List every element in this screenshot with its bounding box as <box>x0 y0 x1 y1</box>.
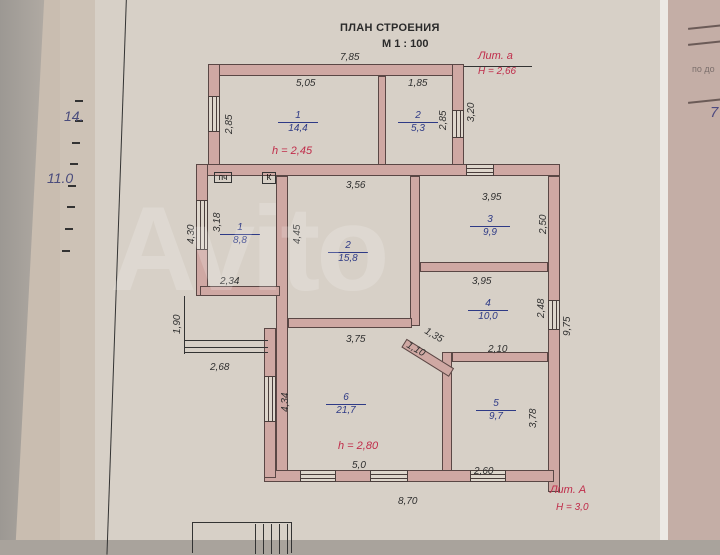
wall <box>200 164 560 176</box>
lit-a-height: Н = 2,66 <box>478 66 517 77</box>
right-page <box>668 0 720 540</box>
lit-A-height: Н = 3,0 <box>556 502 589 513</box>
dim-room-a2-depth: 2,85 <box>438 110 449 130</box>
wall <box>288 318 412 328</box>
wall <box>200 286 280 296</box>
room-a2-number: 2 <box>415 110 421 121</box>
room-a1-number: 1 <box>295 110 301 121</box>
wall <box>420 262 548 272</box>
dim-room-a1-width: 5,05 <box>296 78 316 89</box>
room-3-number: 3 <box>487 214 493 225</box>
margin-tick <box>67 206 75 208</box>
room-1-number: 1 <box>237 222 243 233</box>
room-2-area: 15,8 <box>328 252 368 264</box>
dim-porch-width: 2,68 <box>210 362 230 373</box>
stair <box>192 522 292 553</box>
dim-room-4-width: 3,95 <box>472 276 492 287</box>
dim-room-6-depth: 4,34 <box>280 392 291 412</box>
margin-tick <box>75 100 83 102</box>
room-5-area: 9,7 <box>476 410 516 422</box>
window <box>548 300 560 330</box>
document-title: ПЛАН СТРОЕНИЯ <box>340 22 440 34</box>
margin-handwriting: 14. <box>64 108 84 124</box>
room-4-area: 10,0 <box>468 310 508 322</box>
margin-tick <box>62 250 70 252</box>
porch-line <box>184 296 186 354</box>
room-1-area: 8,8 <box>220 234 260 246</box>
dim-room-1-width: 2,34 <box>220 276 240 287</box>
boiler-label: К <box>262 172 276 184</box>
room-6-number: 6 <box>343 392 349 403</box>
dim-room-3-width: 3,95 <box>482 192 502 203</box>
room-a1-ceiling: h = 2,45 <box>272 145 313 157</box>
dim-room-2-width: 3,56 <box>346 180 366 191</box>
right-handwriting: 7 <box>710 104 719 121</box>
stove-label: пч <box>214 172 232 183</box>
stair-steps <box>248 524 288 554</box>
dim-lit-a-side: 3,20 <box>466 102 477 122</box>
wall <box>410 176 420 326</box>
wall <box>452 352 548 362</box>
window <box>466 164 494 176</box>
porch-step <box>184 352 268 354</box>
lit-a-leader <box>462 66 532 67</box>
window <box>264 376 276 422</box>
dim-room-a2-width: 1,85 <box>408 78 428 89</box>
room-3-area: 9,9 <box>470 226 510 238</box>
wall <box>378 76 386 168</box>
window <box>300 470 336 482</box>
margin-tick <box>75 120 83 122</box>
lit-A-label: Лит. А <box>550 484 587 496</box>
margin-tick <box>65 228 73 230</box>
window <box>196 200 208 250</box>
dim-lit-a-width: 7,85 <box>340 52 360 63</box>
room-a2-area: 5,3 <box>398 122 438 134</box>
room-a1-area: 14,4 <box>278 122 318 134</box>
right-form-text: по до <box>692 64 715 74</box>
dim-room-4-bottom: 2,10 <box>488 344 508 355</box>
margin-handwriting: 11.0 <box>47 170 74 186</box>
room-6-ceiling: h = 2,80 <box>338 440 379 452</box>
avito-watermark: Avito <box>110 182 390 316</box>
wall <box>548 176 560 492</box>
lit-a-label: Лит. а <box>478 50 513 62</box>
dim-room-6-top: 3,75 <box>346 334 366 345</box>
dim-room-6-width: 5,0 <box>352 460 366 471</box>
dim-room-a1-depth: 2,85 <box>224 114 235 134</box>
room-5-number: 5 <box>493 398 499 409</box>
dim-lit-A-side: 9,75 <box>562 316 573 336</box>
dim-room-3-depth: 2,50 <box>538 214 549 234</box>
wall <box>208 64 464 76</box>
document-scale: М 1 : 100 <box>382 38 429 50</box>
porch-step <box>184 340 268 348</box>
room-2-number: 2 <box>345 240 351 251</box>
margin-tick <box>72 142 80 144</box>
dim-lit-A-width: 8,70 <box>398 496 418 507</box>
dim-room-5-depth: 3,78 <box>528 408 539 428</box>
window <box>452 110 464 138</box>
dim-room-5-width: 2,60 <box>474 466 494 477</box>
window <box>208 96 220 132</box>
margin-tick <box>70 163 78 165</box>
dim-room-4-depth: 2,48 <box>536 298 547 318</box>
margin-tick <box>68 185 76 187</box>
room-4-number: 4 <box>485 298 491 309</box>
window <box>470 470 506 482</box>
room-6-area: 21,7 <box>326 404 366 416</box>
window <box>370 470 408 482</box>
